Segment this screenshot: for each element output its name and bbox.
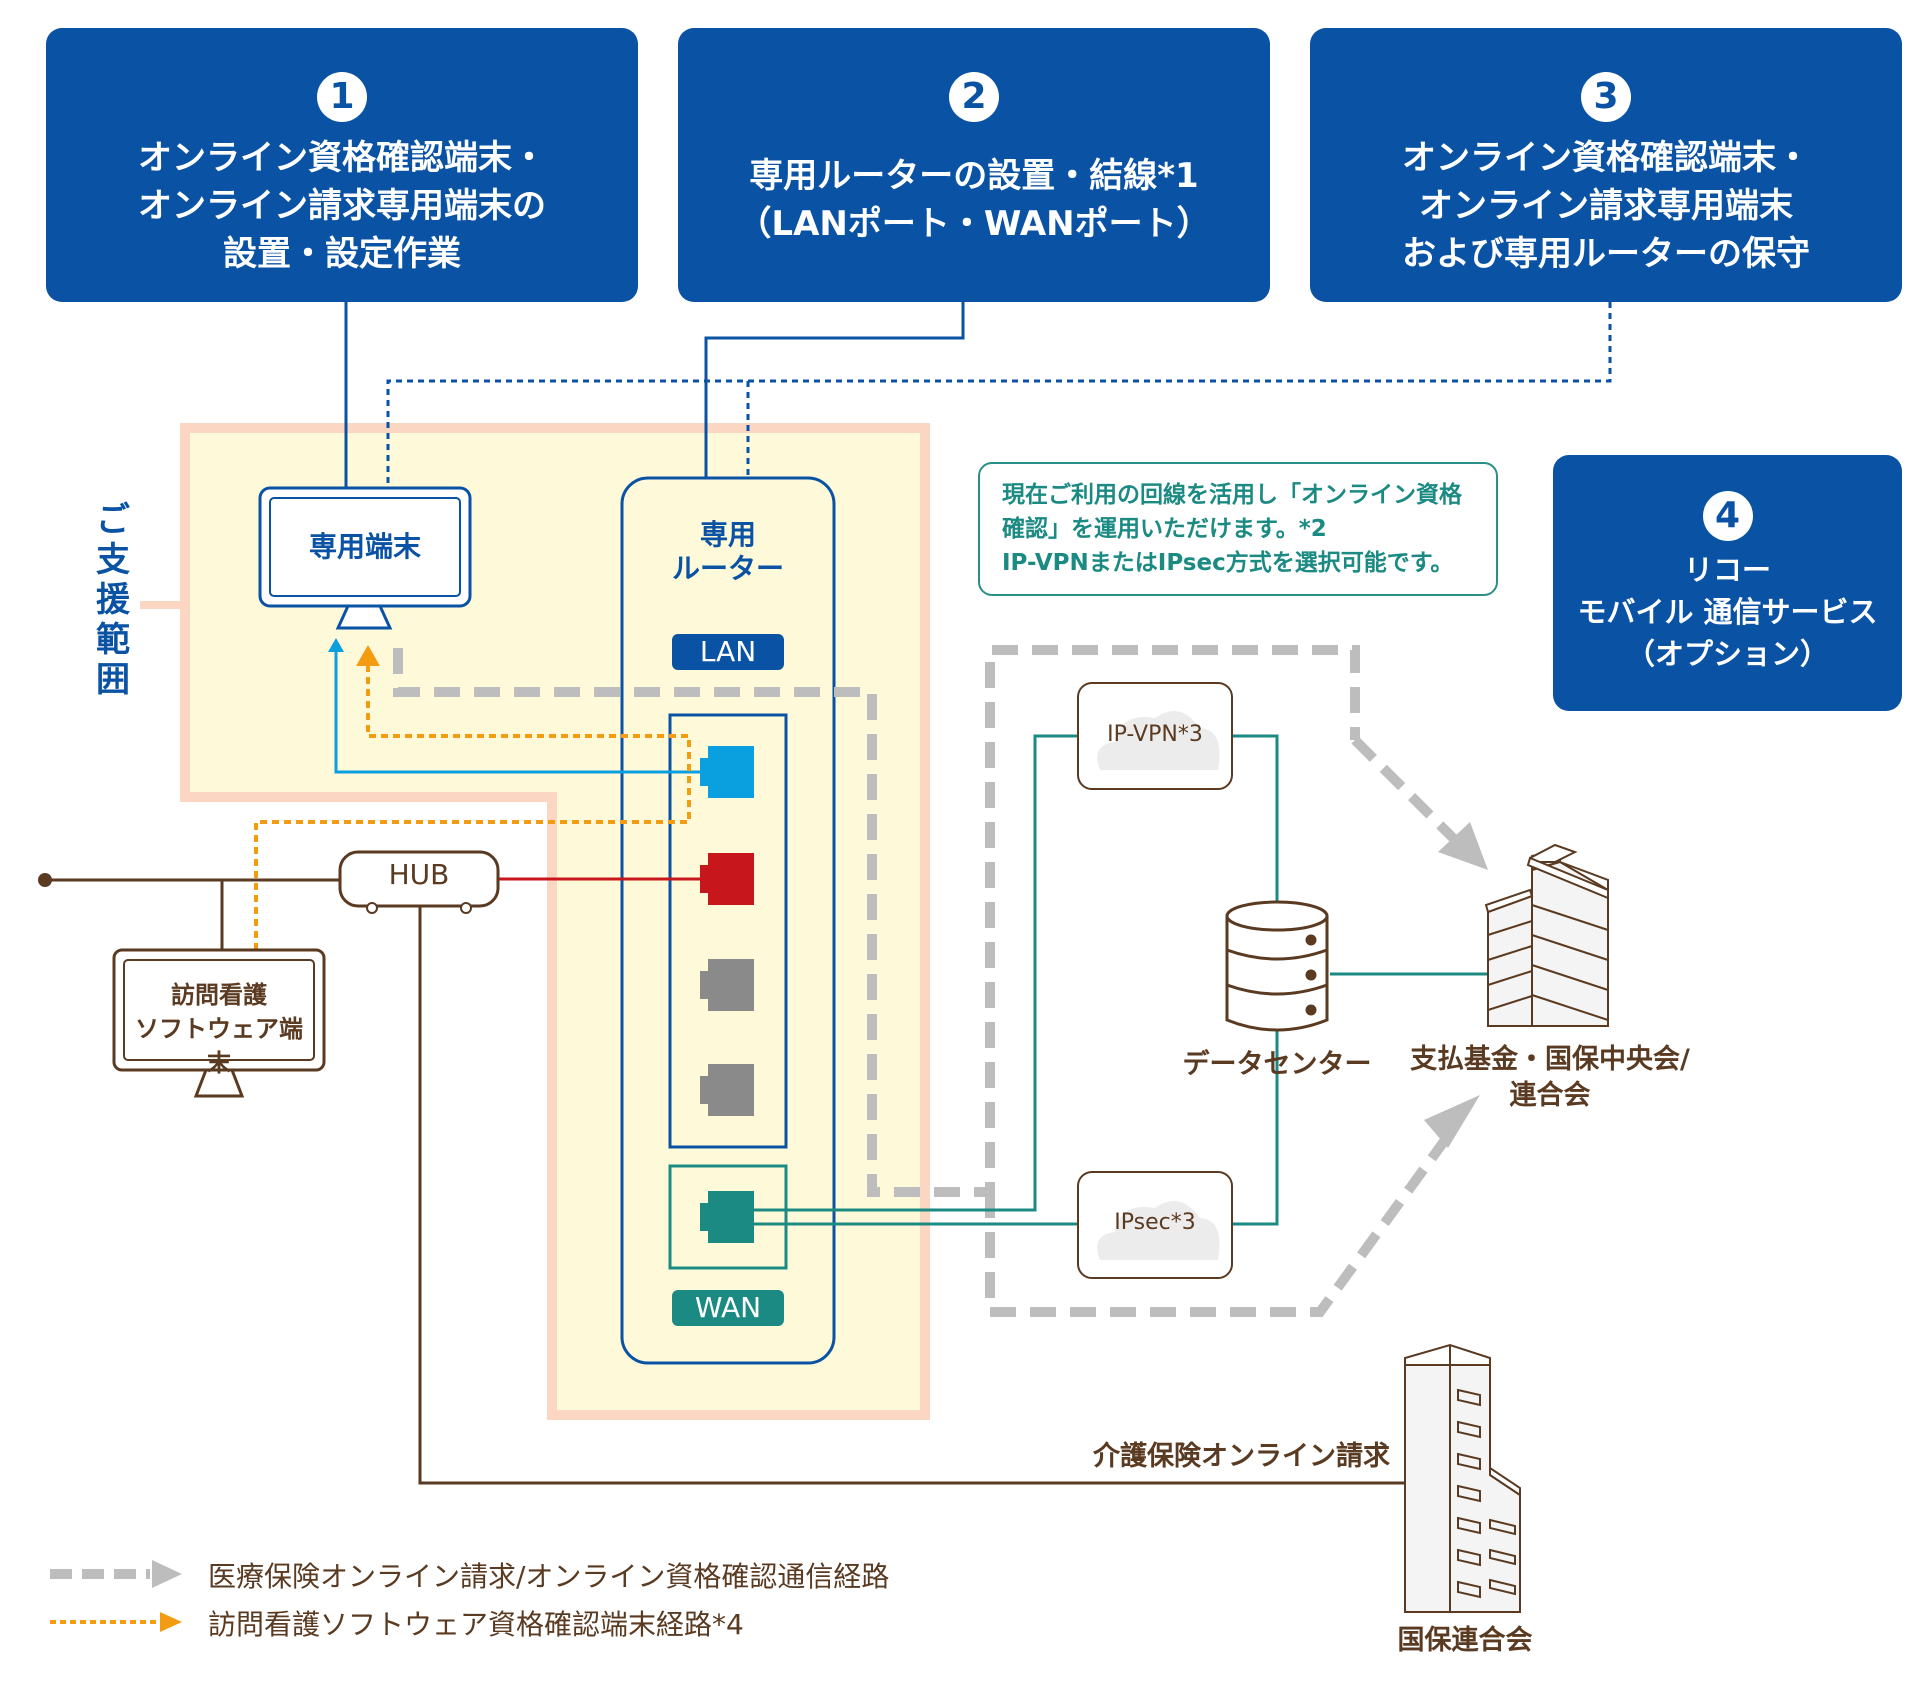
terminal-lan-line xyxy=(334,650,700,774)
step-text-1: オンライン資格確認端末・ オンライン請求専用端末の 設置・設定作業 xyxy=(138,138,546,274)
step-text-4: リコー モバイル 通信サービス （オプション） xyxy=(1577,553,1878,671)
ipvpn-dc-line xyxy=(1232,734,1279,904)
wan-ipvpn-line xyxy=(754,734,1078,1212)
kokuho-label: 国保連合会 xyxy=(1397,1625,1533,1656)
kokuho-building-icon xyxy=(1404,1343,1521,1613)
support-range-label: ご 支 援 範 囲 xyxy=(96,500,130,700)
legend-gray-text: 医療保険オンライン請求/オンライン資格確認通信経路 xyxy=(208,1560,890,1593)
ipsec-dc-line xyxy=(1232,1028,1279,1226)
kaigo-line xyxy=(418,904,1405,1485)
datacenter-icon xyxy=(1225,900,1329,1032)
lan-tag: LAN xyxy=(672,634,784,670)
hub-label: HUB xyxy=(388,858,450,891)
nursing-route-arrow xyxy=(356,645,380,666)
nursing-terminal-stand xyxy=(193,1068,245,1098)
ipsec-label: IPsec*3 xyxy=(1114,1210,1196,1235)
wan-port-group xyxy=(668,1164,788,1270)
nursing-route-line xyxy=(254,662,691,950)
step-box-2: 2 専用ルーターの設置・結線*1 （LANポート・WANポート） xyxy=(678,28,1270,302)
wan-port xyxy=(700,1191,754,1243)
legend-orange-text: 訪問看護ソフトウェア資格確認端末経路*4 xyxy=(208,1608,744,1641)
step-box-3: 3 オンライン資格確認端末・ オンライン請求専用端末 および専用ルーターの保守 xyxy=(1310,28,1902,302)
router-label: 専用 ルーター xyxy=(671,518,784,585)
lan-port-group xyxy=(668,713,788,1149)
lan-port-1 xyxy=(700,746,754,798)
fund-label: 支払基金・国保中央会/ 連合会 xyxy=(1410,1044,1690,1111)
datacenter-label: データセンター xyxy=(1182,1049,1372,1080)
medical-route-line-lower xyxy=(985,1137,1450,1317)
wan-tag: WAN xyxy=(672,1290,784,1326)
medical-route-arrow-lower xyxy=(1424,1095,1480,1148)
medical-route-line xyxy=(393,645,1360,1197)
step3-connector xyxy=(386,302,1612,488)
step-number-1: 1 xyxy=(317,72,367,122)
ipvpn-label: IP-VPN*3 xyxy=(1107,722,1203,747)
legend-gray-dash-arrow xyxy=(152,1560,182,1588)
lan-port-4 xyxy=(700,1064,754,1116)
lan-port-2 xyxy=(700,853,754,905)
kaigo-label: 介護保険オンライン請求 xyxy=(1093,1441,1390,1472)
step-text-2: 専用ルーターの設置・結線*1 （LANポート・WANポート） xyxy=(737,156,1211,244)
step2-connector xyxy=(704,302,965,478)
step-text-3: オンライン資格確認端末・ オンライン請求専用端末 および専用ルーターの保守 xyxy=(1402,138,1810,274)
step-box-4: 4 リコー モバイル 通信サービス （オプション） xyxy=(1553,455,1902,711)
step-number-4: 4 xyxy=(1702,491,1753,541)
router-body xyxy=(620,476,836,1365)
step-box-1: 1 オンライン資格確認端末・ オンライン請求専用端末の 設置・設定作業 xyxy=(46,28,638,302)
step-number-2: 2 xyxy=(949,72,999,122)
lan-port-3 xyxy=(700,959,754,1011)
step-number-3: 3 xyxy=(1581,72,1631,122)
lan-backbone-end xyxy=(38,873,52,887)
hub-box xyxy=(338,850,500,908)
terminal-stand xyxy=(335,604,393,630)
fund-building-icon xyxy=(1484,843,1609,1027)
legend-orange-dot-arrow xyxy=(160,1612,182,1632)
nursing-terminal-label: 訪問看護 ソフトウェア端末 xyxy=(135,981,303,1077)
medical-route-arrow-upper xyxy=(1438,822,1488,870)
terminal-label: 専用端末 xyxy=(308,530,421,563)
line-usage-note: 現在ご利用の回線を活用し「オンライン資格 確認」を運用いただけます。*2 IP-… xyxy=(978,462,1498,596)
